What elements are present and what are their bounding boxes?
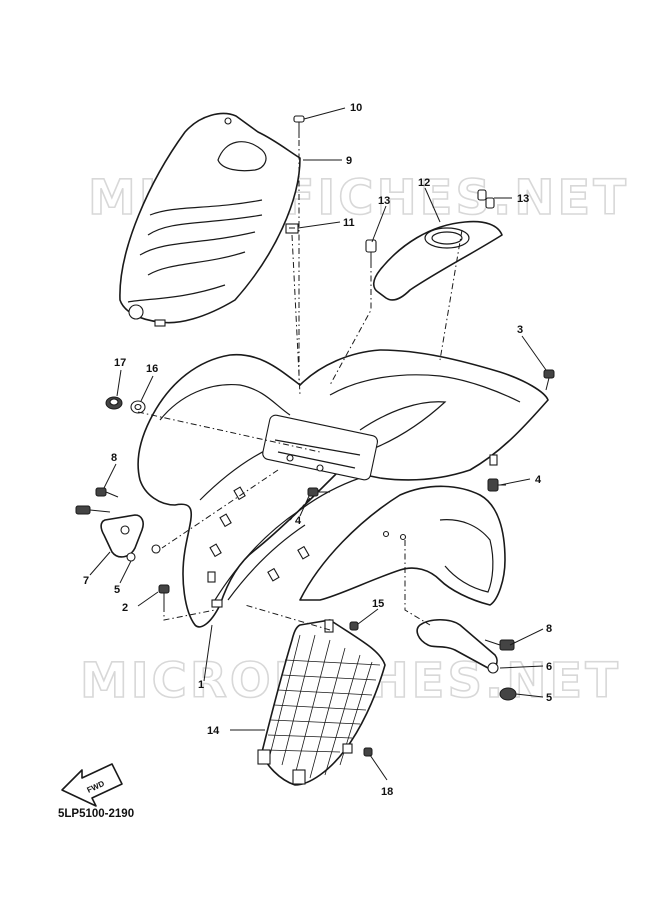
washer-part-16 bbox=[130, 400, 146, 414]
screw-part-18 bbox=[363, 747, 373, 757]
grommet-part-17 bbox=[105, 396, 123, 410]
callout-13-right: 13 bbox=[517, 193, 529, 205]
callout-12: 12 bbox=[418, 177, 430, 189]
callout-1: 1 bbox=[198, 679, 204, 691]
callout-11: 11 bbox=[343, 217, 355, 229]
screw-part-15 bbox=[349, 621, 359, 631]
callout-13-left: 13 bbox=[378, 195, 390, 207]
callout-15: 15 bbox=[372, 598, 384, 610]
callout-7: 7 bbox=[83, 575, 89, 587]
callout-5-right: 5 bbox=[546, 692, 552, 704]
callout-14: 14 bbox=[207, 725, 220, 737]
callout-17: 17 bbox=[114, 357, 126, 369]
panel-part-12 bbox=[365, 189, 503, 301]
bolt-part-3 bbox=[543, 369, 555, 391]
callout-3: 3 bbox=[517, 324, 523, 336]
callout-4-right: 4 bbox=[535, 474, 542, 486]
callout-10: 10 bbox=[350, 102, 362, 114]
bolt-part-4-right bbox=[487, 478, 506, 492]
clip-part-11 bbox=[285, 223, 299, 234]
screw-part-10 bbox=[293, 115, 305, 138]
bolt-part-4-left bbox=[307, 487, 330, 497]
bolt-part-2 bbox=[158, 584, 170, 606]
callout-18: 18 bbox=[381, 786, 393, 798]
callout-9: 9 bbox=[346, 155, 352, 167]
fwd-arrow-icon: FWD bbox=[61, 763, 123, 807]
callout-5-left: 5 bbox=[114, 584, 120, 596]
callout-6: 6 bbox=[546, 661, 552, 673]
callout-4-left: 4 bbox=[295, 515, 302, 527]
callout-16: 16 bbox=[146, 363, 158, 375]
right-fender-wing bbox=[299, 485, 506, 606]
callout-8-right: 8 bbox=[546, 623, 552, 635]
bracket-part-7 bbox=[75, 487, 161, 562]
callout-2: 2 bbox=[122, 602, 128, 614]
diagram-code: 5LP5100-2190 bbox=[58, 808, 135, 820]
grille-part-14 bbox=[257, 619, 386, 786]
headlight-cover-part bbox=[119, 112, 301, 327]
bracket-right bbox=[416, 618, 517, 701]
callout-8-left: 8 bbox=[111, 452, 117, 464]
front-fender-part bbox=[137, 349, 549, 628]
